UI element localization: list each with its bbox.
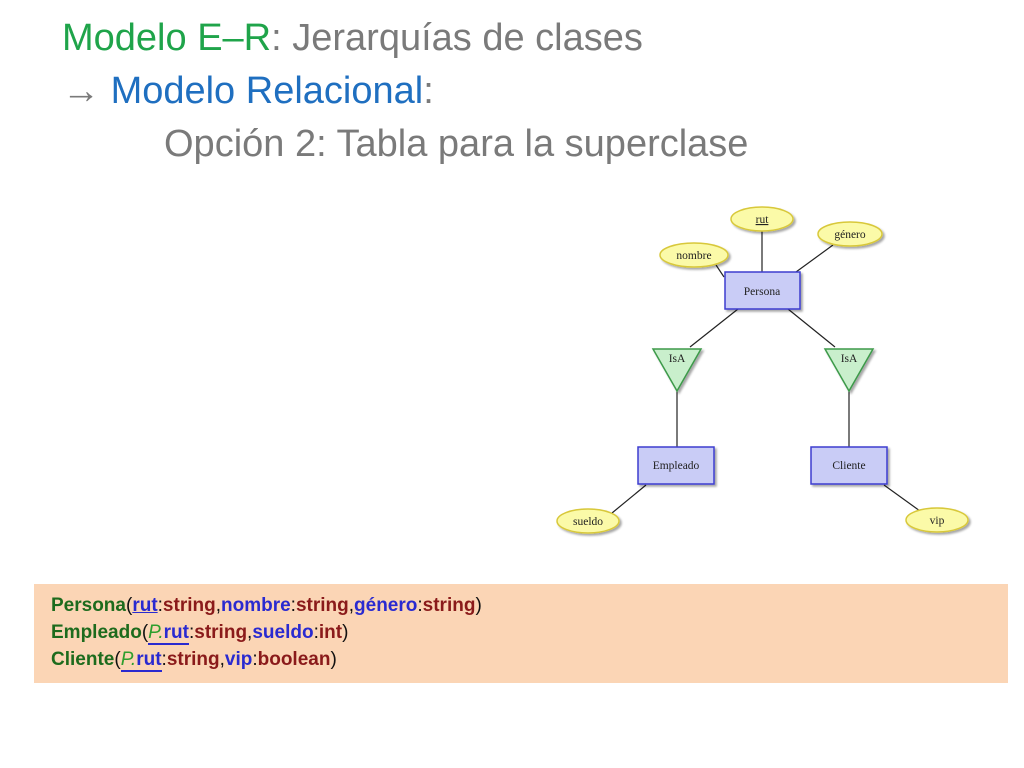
entity-empleado: Empleado [637, 446, 715, 485]
colon: : [188, 622, 195, 643]
er-diagram: rut género nombre sueldo vip Persona Emp… [556, 206, 969, 534]
schema-row-empleado: Empleado(P.rut:string,sueldo:int) [51, 619, 1008, 646]
primary-key-field: rut [132, 595, 158, 616]
title-colon: : [423, 70, 434, 112]
primary-key-field: rut [163, 622, 189, 643]
title-option-2: Opción 2: Tabla para la superclase [164, 123, 749, 165]
field-type: string [422, 595, 476, 616]
field-type: string [295, 595, 349, 616]
primary-key-field: rut [136, 649, 162, 670]
field-type: int [318, 622, 343, 643]
schema-row-persona: Persona(rut:string,nombre:string,género:… [51, 592, 1008, 619]
attribute-sueldo: sueldo [556, 508, 620, 534]
comma: , [219, 649, 225, 670]
colon: : [417, 595, 423, 616]
field-type: string [162, 595, 216, 616]
paren-open: ( [141, 622, 149, 643]
attribute-nombre: nombre [659, 242, 729, 268]
isa-right-label: IsA [841, 353, 858, 365]
entity-persona-label: Persona [744, 286, 780, 298]
comma: , [215, 595, 221, 616]
title-relational-model: Modelo Relacional [110, 70, 424, 112]
field-type: string [166, 649, 220, 670]
attribute-rut-label: rut [756, 214, 770, 226]
paren-close: ) [342, 622, 349, 643]
foreign-key-field: P.rut [148, 622, 189, 645]
paren-open: ( [125, 595, 133, 616]
attribute-rut: rut [730, 206, 794, 232]
relational-schema: Persona(rut:string,nombre:string,género:… [34, 584, 1008, 683]
schema-row-cliente: Cliente(P.rut:string,vip:boolean) [51, 646, 1008, 673]
title-model-er: Modelo E–R [62, 17, 272, 59]
attribute-vip: vip [905, 507, 969, 533]
paren-close: ) [330, 649, 337, 670]
field-type: boolean [257, 649, 331, 670]
edge-persona-isa-left [689, 308, 739, 348]
entity-cliente-label: Cliente [832, 460, 865, 472]
field-name: sueldo [252, 622, 314, 643]
slide-title: Modelo E–R: Jerarquías de clases → Model… [62, 12, 748, 171]
entity-persona: Persona [724, 271, 801, 310]
attribute-vip-label: vip [930, 515, 945, 527]
colon: : [161, 649, 167, 670]
field-name: vip [224, 649, 253, 670]
edge-empleado-sueldo [611, 484, 647, 514]
comma: , [247, 622, 253, 643]
paren-close: ) [475, 595, 482, 616]
field-name: nombre [220, 595, 291, 616]
isa-left-label: IsA [669, 353, 686, 365]
edge-genero-persona [795, 244, 834, 273]
foreign-key-prefix: P. [120, 649, 137, 670]
foreign-key-field: P.rut [120, 649, 162, 672]
title-line-2: → Modelo Relacional: [62, 65, 748, 118]
title-class-hierarchies: : Jerarquías de clases [271, 17, 643, 59]
table-name: Persona [51, 595, 126, 616]
paren-open: ( [114, 649, 121, 670]
title-line-1: Modelo E–R: Jerarquías de clases [62, 12, 748, 65]
table-name: Empleado [51, 622, 142, 643]
field-type: string [194, 622, 248, 643]
entity-cliente: Cliente [810, 446, 888, 485]
attribute-nombre-label: nombre [676, 250, 711, 262]
isa-right: IsA [823, 348, 875, 393]
attribute-genero: género [817, 221, 883, 247]
comma: , [348, 595, 355, 616]
title-arrow: → [62, 70, 111, 112]
diagram-edges [611, 231, 921, 514]
attribute-sueldo-label: sueldo [573, 516, 603, 528]
isa-left: IsA [651, 348, 703, 393]
foreign-key-prefix: P. [148, 622, 164, 643]
entity-empleado-label: Empleado [653, 460, 700, 472]
edge-cliente-vip [883, 484, 921, 512]
table-name: Cliente [51, 649, 115, 670]
colon: : [157, 595, 163, 616]
colon: : [290, 595, 296, 616]
edge-nombre-persona [715, 264, 725, 278]
colon: : [313, 622, 319, 643]
colon: : [252, 649, 258, 670]
edge-persona-isa-right [787, 308, 836, 348]
attribute-genero-label: género [834, 229, 866, 241]
field-name: género [354, 595, 418, 616]
